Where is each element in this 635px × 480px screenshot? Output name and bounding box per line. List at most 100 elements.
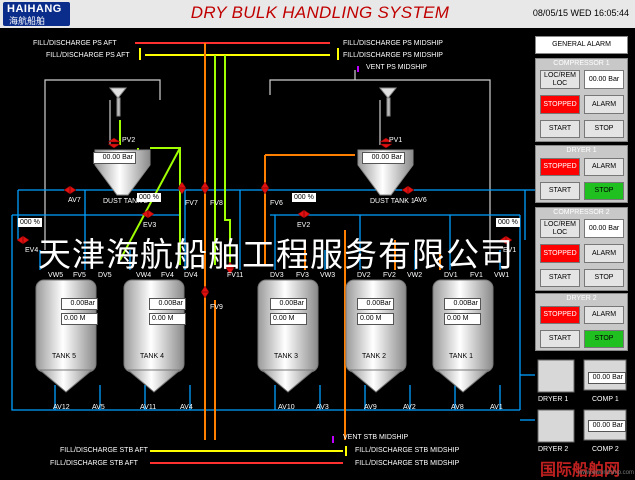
dryer-1-panel: DRYER 1 STOPPED ALARM START STOP	[535, 145, 628, 203]
valve-fv8[interactable]: FV8	[210, 200, 223, 207]
valve-vw2[interactable]: VW2	[407, 272, 423, 279]
valve-fv4[interactable]: FV4	[161, 272, 174, 279]
company-watermark: 天津海航船舶工程服务有限公司	[38, 235, 514, 274]
dryer-1-stop-button[interactable]: STOP	[584, 182, 624, 200]
dust-tank-2-pressure: 00.00 Bar	[93, 152, 136, 164]
dust-tank-2-label: DUST TANK 2	[103, 198, 148, 205]
title-bar: HAIHANG 海航船舶 DRY BULK HANDLING SYSTEM 08…	[0, 0, 635, 28]
compressor-2-alarm: ALARM	[584, 244, 624, 263]
dryer-2-unit-label: DRYER 2	[538, 446, 569, 453]
tank-2-pressure: 0.00Bar	[357, 298, 394, 310]
line-label-fill-ps-aft: FILL/DISCHARGE PS AFT	[33, 40, 117, 47]
compressor-2-title: COMPRESSOR 2	[553, 209, 610, 216]
compressor-2-panel: COMPRESSOR 2 LOC/REM LOC 00.00 Bar STOPP…	[535, 207, 628, 291]
corner-watermark-url: www.eworldship.com	[578, 470, 635, 476]
compressor-1-stop-button[interactable]: STOP	[584, 120, 624, 138]
line-label-fill-stb-aft: FILL/DISCHARGE STB AFT	[60, 447, 148, 454]
tank-5-level: 0.00 M	[61, 313, 98, 325]
compressor-1-panel: COMPRESSOR 1 LOC/REM LOC 00.00 Bar STOPP…	[535, 58, 628, 142]
tank-4-pressure: 0.00Bar	[149, 298, 186, 310]
valve-vw4[interactable]: VW4	[136, 272, 152, 279]
tank-5-label: TANK 5	[52, 353, 76, 360]
dryer-1-unit-label: DRYER 1	[538, 396, 569, 403]
dryer-1-title: DRYER 1	[566, 147, 597, 154]
compressor-2-pressure: 00.00 Bar	[584, 219, 624, 238]
compressor-2-stop-button[interactable]: STOP	[584, 269, 624, 287]
dryer-2-start-button[interactable]: START	[540, 330, 580, 348]
datetime: 08/05/15 WED 16:05:44	[532, 8, 629, 18]
tank-2-label: TANK 2	[362, 353, 386, 360]
corner-watermark: 国际船舶网	[540, 460, 621, 479]
valve-fv7[interactable]: FV7	[185, 200, 198, 207]
percent-ev3: 000 %	[137, 193, 161, 202]
valve-pv1[interactable]: PV1	[389, 137, 403, 144]
valve-av5[interactable]: AV5	[92, 404, 105, 411]
valve-av3[interactable]: AV3	[316, 404, 329, 411]
tank-5-pressure: 0.00Bar	[61, 298, 98, 310]
line-label-vent-stb: VENT STB MIDSHIP	[343, 434, 409, 441]
line-label-fill-stb-midship-2: FILL/DISCHARGE STB MIDSHIP	[355, 460, 460, 467]
dryer-1-start-button[interactable]: START	[540, 182, 580, 200]
compressor-2-status: STOPPED	[540, 244, 580, 263]
valve-av9[interactable]: AV9	[364, 404, 377, 411]
dryer-2-stop-button[interactable]: STOP	[584, 330, 624, 348]
dryer-2-status: STOPPED	[540, 306, 580, 324]
percent-ev2: 000 %	[292, 193, 316, 202]
tank-4-level: 0.00 M	[149, 313, 186, 325]
tank-1-pressure: 0.00Bar	[444, 298, 481, 310]
valve-fv9[interactable]: FV9	[210, 304, 223, 311]
valve-dv5[interactable]: DV5	[98, 272, 112, 279]
valve-av7[interactable]: AV7	[68, 197, 81, 204]
compressor-2-mode[interactable]: LOC/REM LOC	[540, 219, 580, 238]
line-label-fill-stb-aft-2: FILL/DISCHARGE STB AFT	[50, 460, 138, 467]
valve-vw1[interactable]: VW1	[494, 272, 510, 279]
page-title: DRY BULK HANDLING SYSTEM	[190, 3, 450, 22]
valve-av4[interactable]: AV4	[180, 404, 193, 411]
valve-pv2[interactable]: PV2	[122, 137, 136, 144]
compressor-1-status: STOPPED	[540, 95, 580, 114]
valve-ev4[interactable]: EV4	[25, 247, 39, 254]
valve-vw3[interactable]: VW3	[320, 272, 336, 279]
tank-1-level: 0.00 M	[444, 313, 481, 325]
logo-subtext: 海航船舶	[9, 16, 46, 26]
dust-tank-1-pressure: 00.00 Bar	[362, 152, 405, 164]
valve-fv11[interactable]: FV11	[227, 272, 244, 279]
general-alarm-button[interactable]: GENERAL ALARM	[535, 36, 628, 54]
valve-fv3[interactable]: FV3	[296, 272, 309, 279]
valve-av1[interactable]: AV1	[490, 404, 503, 411]
valve-ev2[interactable]: EV2	[297, 222, 311, 229]
line-label-fill-ps-aft-2: FILL/DISCHARGE PS AFT	[46, 52, 130, 59]
valve-av6[interactable]: AV6	[414, 197, 427, 204]
valve-av11[interactable]: AV11	[140, 404, 157, 411]
comp-1-pressure: 00.00 Bar	[588, 372, 626, 384]
compressor-2-start-button[interactable]: START	[540, 269, 580, 287]
tank-3-label: TANK 3	[274, 353, 298, 360]
percent-ev4: 000 %	[18, 218, 42, 227]
valve-fv5[interactable]: FV5	[73, 272, 86, 279]
valve-fv2[interactable]: FV2	[383, 272, 396, 279]
valve-av12[interactable]: AV12	[53, 404, 70, 411]
valve-fv6[interactable]: FV6	[270, 200, 283, 207]
comp-2-unit-label: COMP 2	[592, 446, 619, 453]
valve-ev3[interactable]: EV3	[143, 222, 157, 229]
valve-dv2[interactable]: DV2	[357, 272, 371, 279]
tank-3-level: 0.00 M	[270, 313, 307, 325]
valve-ev1[interactable]: EV1	[503, 247, 517, 254]
tank-3-pressure: 0.00Bar	[270, 298, 307, 310]
valve-dv4[interactable]: DV4	[184, 272, 198, 279]
dryer-2-panel: DRYER 2 STOPPED ALARM START STOP	[535, 293, 628, 351]
compressor-1-title: COMPRESSOR 1	[553, 60, 610, 67]
valve-dv3[interactable]: DV3	[270, 272, 284, 279]
compressor-1-start-button[interactable]: START	[540, 120, 580, 138]
valve-vw5[interactable]: VW5	[48, 272, 64, 279]
valve-fv1[interactable]: FV1	[470, 272, 483, 279]
compressor-1-pressure: 00.00 Bar	[584, 70, 624, 89]
valve-dv1[interactable]: DV1	[444, 272, 458, 279]
comp-1-unit-label: COMP 1	[592, 396, 619, 403]
valve-av10[interactable]: AV10	[278, 404, 295, 411]
valve-av8[interactable]: AV8	[451, 404, 464, 411]
compressor-1-mode[interactable]: LOC/REM LOC	[540, 70, 580, 89]
percent-ev1: 000 %	[496, 218, 520, 227]
valve-av2[interactable]: AV2	[403, 404, 416, 411]
